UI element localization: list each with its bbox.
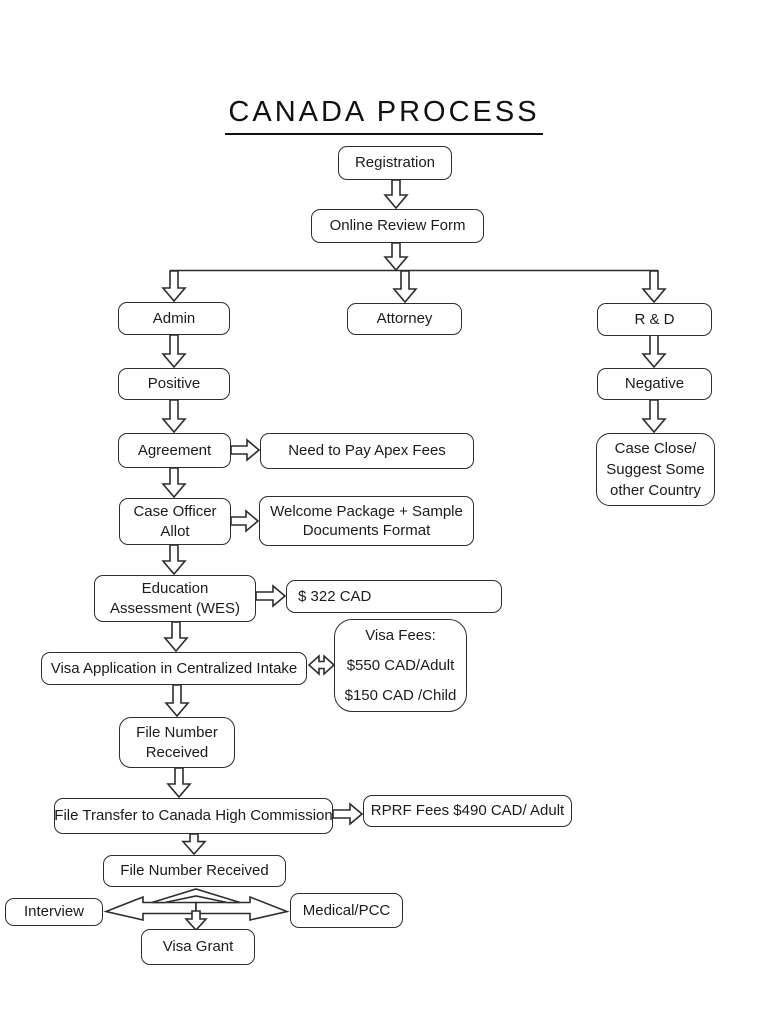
node-label: Visa Application in Centralized Intake [50,659,298,677]
node-negative: Negative [597,368,712,400]
node-line: Documents Format [302,522,431,539]
node-line: Visa Fees: [365,626,436,644]
node-line: File Number [136,724,218,742]
node-wes-fee: $ 322 CAD [286,580,502,613]
node-label: R & D [634,310,675,328]
node-positive: Positive [118,368,230,400]
node-line: Education [141,580,209,598]
node-label: Agreement [137,441,212,459]
node-visa-grant: Visa Grant [141,929,255,965]
node-apex-fees: Need to Pay Apex Fees [260,433,474,469]
node-online-review-form: Online Review Form [311,209,484,243]
node-welcome-package: Welcome Package + Sample Documents Forma… [259,496,474,546]
node-line: Case Close/ [614,440,697,457]
node-line: Welcome Package + Sample [270,502,463,520]
node-label: Attorney [376,310,433,328]
page-title: CANADA PROCESS [0,96,768,135]
node-line: other Country [610,482,701,499]
node-file-number-received-1: File Number Received [119,717,235,768]
node-label: Admin [152,309,196,327]
node-admin: Admin [118,302,230,335]
node-agreement: Agreement [118,433,231,468]
node-line: $550 CAD/Adult [346,656,455,674]
node-file-number-received-2: File Number Received [103,855,286,887]
node-label: File Number Received [120,862,269,880]
node-case-close: Case Close/ Suggest Some other Country [596,433,715,506]
node-line: Allot [160,522,190,540]
node-visa-fees: Visa Fees: $550 CAD/Adult $150 CAD /Chil… [334,619,467,712]
node-label: Medical/PCC [302,901,391,919]
node-line: Suggest Some [606,461,705,478]
node-label: Need to Pay Apex Fees [288,442,446,460]
node-medical-pcc: Medical/PCC [290,893,403,928]
node-label: RPRF Fees $490 CAD/ Adult [370,802,565,820]
page-title-text: CANADA PROCESS [225,96,543,135]
node-label: Online Review Form [329,217,466,235]
node-attorney: Attorney [347,303,462,335]
node-label: Positive [147,375,201,393]
node-registration: Registration [338,146,452,180]
node-interview: Interview [5,898,103,926]
node-label: $ 322 CAD [298,587,372,605]
node-line: Received [145,743,209,761]
node-r-and-d: R & D [597,303,712,336]
node-label: Negative [624,375,685,393]
node-education-assessment: Education Assessment (WES) [94,575,256,622]
node-file-transfer: File Transfer to Canada High Commission [54,798,333,834]
node-rprf-fee: RPRF Fees $490 CAD/ Adult [363,795,572,827]
node-label: Visa Grant [162,938,234,956]
node-label: Interview [23,903,85,921]
node-label: Registration [354,154,436,172]
node-label: File Transfer to Canada High Commission [54,807,333,825]
node-line: Assessment (WES) [109,599,241,617]
node-line: Case Officer [133,503,217,521]
node-visa-application: Visa Application in Centralized Intake [41,652,307,685]
node-line: $150 CAD /Child [344,687,457,705]
node-case-officer-allot: Case Officer Allot [119,498,231,545]
